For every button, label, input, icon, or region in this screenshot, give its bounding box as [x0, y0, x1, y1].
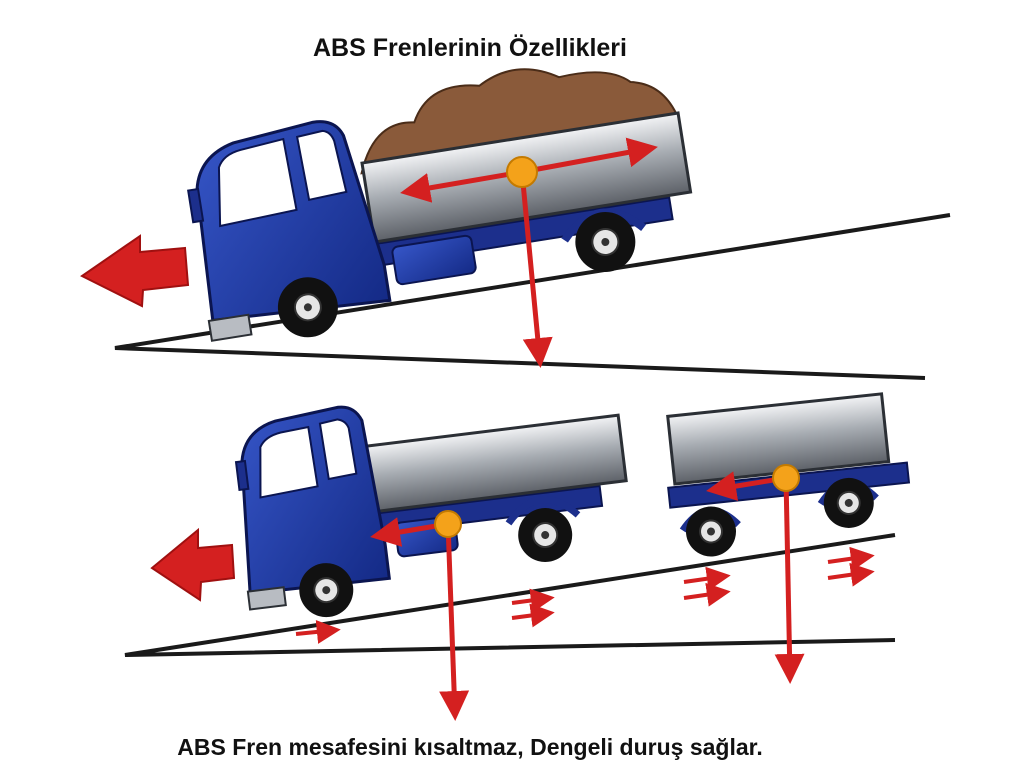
friction-arrow: [827, 562, 875, 587]
friction-arrow: [511, 588, 555, 613]
side-window: [295, 129, 348, 201]
friction-arrow: [683, 582, 731, 607]
page-title: ABS Frenlerinin Özellikleri: [313, 34, 627, 62]
friction-arrow: [295, 619, 341, 644]
front-bumper: [246, 586, 287, 611]
rear-wheel: [518, 508, 573, 563]
windshield: [259, 425, 319, 499]
top-braking-arrow: [400, 169, 523, 203]
friction-arrow: [683, 566, 731, 591]
side-window: [318, 418, 358, 481]
bottom-road: [124, 533, 896, 657]
friction-arrow: [827, 546, 875, 571]
trailer-front-wheel: [686, 506, 737, 557]
rear-wheel: [575, 211, 636, 272]
trailer-rear-wheel: [823, 477, 874, 528]
fuel-tank: [391, 234, 477, 286]
friction-arrows: [295, 546, 875, 644]
trailer-center-of-gravity: [772, 464, 800, 492]
front-bumper: [207, 313, 253, 342]
top-truck: [187, 68, 693, 342]
caption: ABS Fren mesafesini kısaltmaz, Dengeli d…: [177, 734, 763, 760]
top-road: [114, 213, 951, 380]
top-direction-arrow: [80, 234, 190, 308]
bottom-truck: [234, 405, 628, 618]
top-gravity-arrow: [519, 171, 553, 368]
soil-load: [360, 68, 678, 175]
front-wheel: [277, 277, 338, 338]
trailer-gravity-arrow: [774, 477, 805, 684]
truck-gravity-arrow: [439, 523, 470, 721]
bottom-scene: [124, 392, 911, 721]
top-inertia-arrow: [521, 137, 658, 175]
top-scene: [80, 68, 951, 380]
top-center-of-gravity: [506, 156, 538, 188]
front-wheel: [299, 563, 354, 618]
bottom-direction-arrow: [150, 527, 236, 602]
windshield: [217, 137, 298, 228]
truck-center-of-gravity: [434, 510, 462, 538]
friction-arrow: [511, 603, 555, 628]
